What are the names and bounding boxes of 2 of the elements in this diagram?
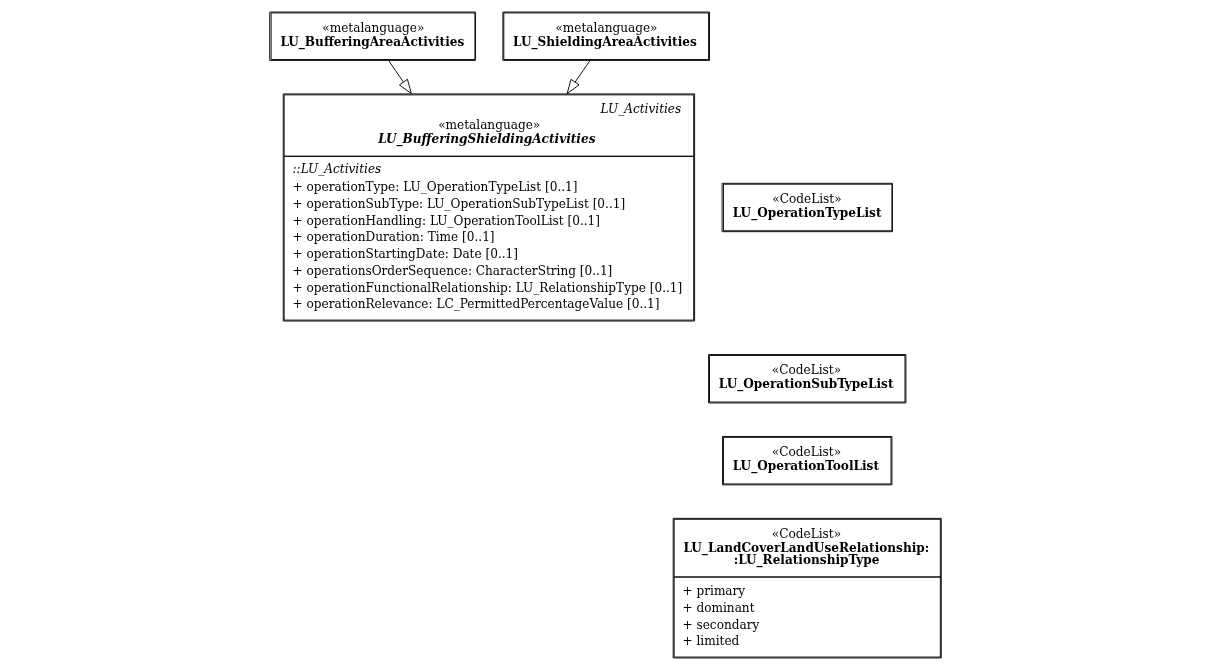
arrow bbox=[387, 60, 412, 95]
arrow bbox=[566, 60, 590, 95]
